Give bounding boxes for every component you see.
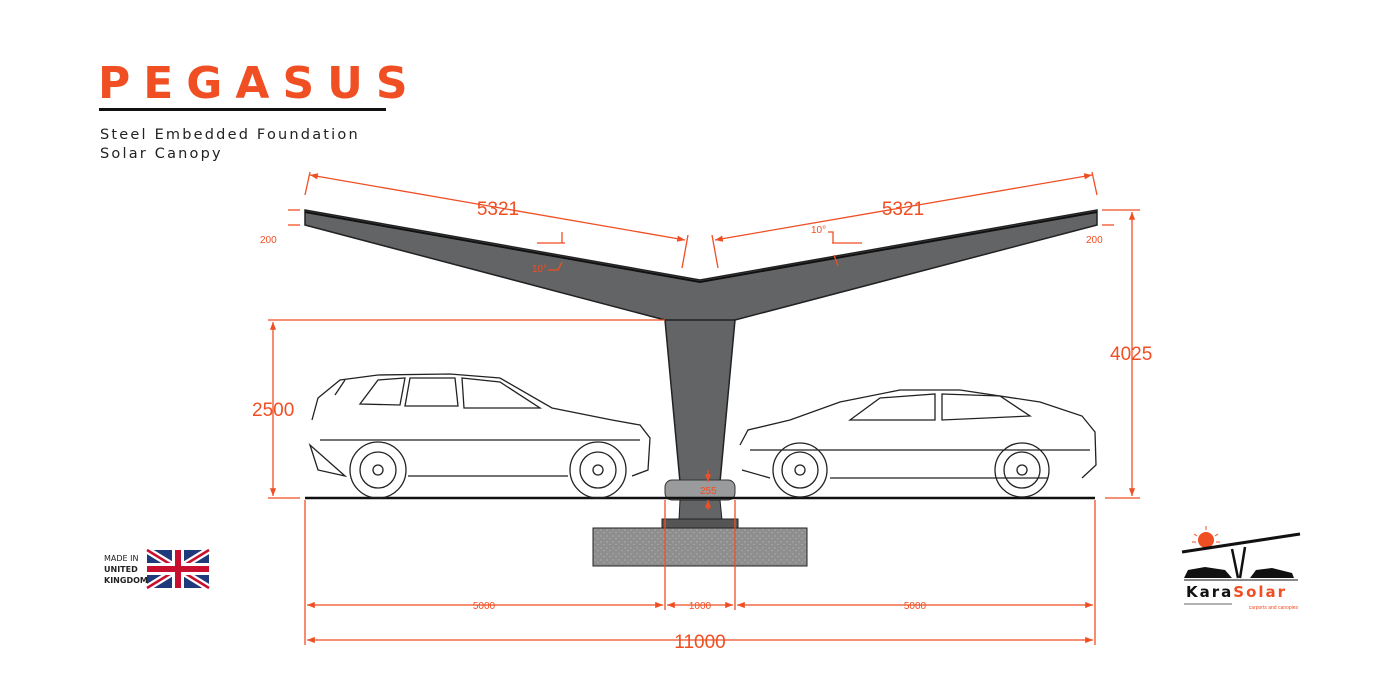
left-span-dimension-line: [309, 173, 686, 242]
right-car-sedan: [739, 389, 1097, 498]
subtitle-line-2: Solar Canopy: [100, 146, 223, 162]
base-height-label: 255: [700, 486, 717, 497]
left-span-label: 5321: [477, 199, 519, 220]
canopy-beam: [304, 209, 1098, 329]
uk-flag-icon: [145, 547, 211, 591]
right-bay-label: 5000: [904, 601, 927, 612]
column-width-label: 1000: [689, 601, 712, 612]
title-underline: [99, 108, 386, 111]
badge-line-2: UNITED: [104, 565, 138, 574]
badge-line-1: MADE IN: [104, 554, 139, 563]
clearance-height-label: 2500: [252, 400, 294, 421]
left-angle-label: 10°: [532, 264, 547, 275]
left-thickness-label: 200: [260, 235, 277, 246]
total-width-label: 11000: [674, 632, 725, 653]
left-car-suv: [308, 373, 651, 499]
base-plate: [661, 518, 739, 529]
logo-tagline: carports and canopies: [1249, 605, 1299, 611]
karasolar-logo: KaraSolar carports and canopies: [1181, 526, 1301, 611]
left-bay-label: 5000: [473, 601, 496, 612]
concrete-foundation: [592, 527, 808, 567]
column: [664, 319, 736, 483]
subtitle-line-1: Steel Embedded Foundation: [100, 127, 360, 143]
made-in-uk-badge: MADE IN UNITED KINGDOM: [104, 553, 148, 586]
right-thickness-label: 200: [1086, 235, 1103, 246]
right-span-label: 5321: [882, 199, 924, 220]
logo-text: KaraSolar: [1186, 583, 1287, 601]
right-span-dimension-line: [714, 173, 1093, 242]
sun-icon: [1198, 532, 1214, 548]
badge-line-3: KINGDOM: [104, 576, 148, 585]
right-angle-label: 10°: [811, 225, 826, 236]
total-height-label: 4025: [1110, 344, 1152, 365]
product-title: PEGASUS: [98, 58, 421, 109]
embedded-column: [678, 499, 723, 521]
